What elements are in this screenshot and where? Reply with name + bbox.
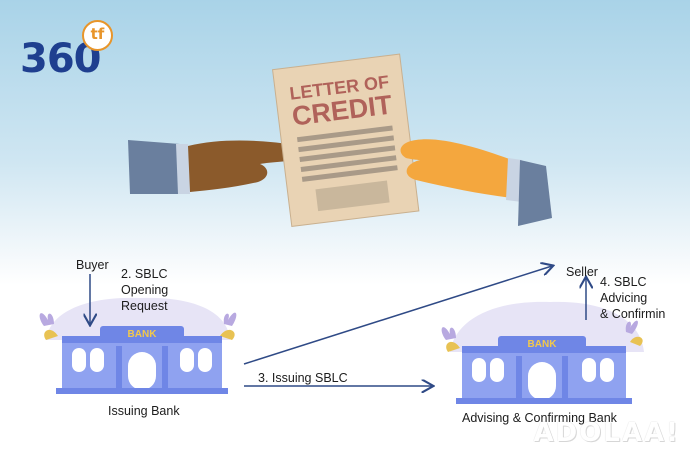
issuing-bank-icon: BANK	[39, 297, 237, 394]
issuing-bank-label: Issuing Bank	[108, 404, 180, 418]
step2-line2: Opening	[121, 283, 169, 297]
step4-line1: 4. SBLC	[600, 275, 647, 289]
left-cuff	[176, 144, 190, 194]
right-hand	[400, 139, 512, 198]
right-sleeve	[518, 160, 552, 226]
advising-bank-label: Advising & Confirming Bank	[462, 411, 617, 425]
step2-line3: Request	[121, 299, 168, 313]
step4-label: 4. SBLC Advicing & Confirmin	[600, 274, 665, 322]
letter-of-credit-document: LETTER OF CREDIT	[272, 53, 420, 228]
step3-label: 3. Issuing SBLC	[258, 371, 348, 385]
left-hand	[188, 140, 303, 192]
issuing-bank-sign: BANK	[128, 329, 158, 340]
step2-line1: 2. SBLC	[121, 267, 168, 281]
sblc-flow-diagram: BANK BANK	[39, 240, 644, 404]
step4-line3: & Confirmin	[600, 307, 666, 321]
advising-bank-icon: BANK	[441, 301, 644, 404]
step4-line2: Advicing	[600, 291, 648, 305]
logo-badge: tf	[82, 20, 113, 51]
advising-bank-sign: BANK	[528, 339, 558, 350]
right-cuff	[506, 158, 522, 202]
buyer-label: Buyer	[76, 258, 109, 272]
left-sleeve	[128, 140, 182, 194]
hands-letter-illustration: LETTER OF CREDIT	[128, 53, 552, 228]
watermark: ADOLAA!	[533, 418, 680, 448]
issuing-to-seller-arrow	[243, 266, 552, 365]
step2-label: 2. SBLC Opening Request	[121, 266, 168, 314]
seller-label: Seller	[566, 265, 598, 279]
